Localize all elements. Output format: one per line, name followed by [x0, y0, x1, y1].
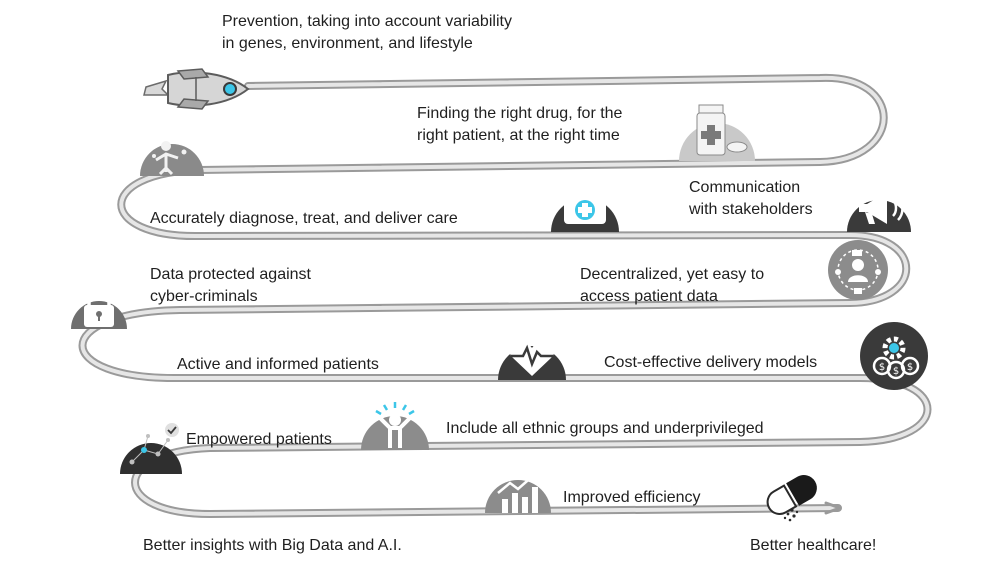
doctor-icon	[140, 141, 204, 176]
label-ethnic-groups: Include all ethnic groups and underprivi…	[446, 420, 764, 437]
label-drug-line2: right patient, at the right time	[417, 127, 620, 144]
arrow-head	[824, 501, 842, 515]
label-healthcare: Better healthcare!	[750, 537, 877, 554]
label-decentralized-line1: Decentralized, yet easy to	[580, 266, 765, 283]
network-user-icon	[828, 240, 888, 300]
medical-kit-icon	[551, 188, 619, 232]
label-prevention-line1: Prevention, taking into account variabil…	[222, 13, 512, 30]
label-efficiency: Improved efficiency	[563, 489, 701, 506]
label-prevention-line2: in genes, environment, and lifestyle	[222, 35, 473, 52]
svg-text:$: $	[879, 362, 885, 373]
gear-money-icon: $ $ $	[860, 322, 928, 390]
heartbeat-icon	[498, 339, 566, 380]
drug-bottle-icon	[679, 104, 755, 161]
label-decentralized-line2: access patient data	[580, 288, 718, 305]
label-insights: Better insights with Big Data and A.I.	[143, 537, 402, 554]
svg-text:$: $	[907, 362, 913, 373]
road-fill	[80, 75, 930, 516]
megaphone-icon	[847, 192, 911, 232]
label-drug-line1: Finding the right drug, for the	[417, 105, 623, 122]
label-diagnose: Accurately diagnose, treat, and deliver …	[150, 210, 458, 227]
label-communication-line1: Communication	[689, 179, 801, 196]
label-protected-line1: Data protected against	[150, 266, 311, 283]
rocket-icon	[143, 68, 250, 110]
label-cost-effective: Cost-effective delivery models	[604, 354, 818, 371]
svg-text:$: $	[893, 366, 899, 377]
label-active-patients: Active and informed patients	[177, 356, 379, 373]
pill-capsule-icon	[766, 475, 817, 522]
data-network-icon	[120, 423, 182, 474]
growth-chart-icon	[485, 473, 551, 513]
label-communication-line2: with stakeholders	[689, 201, 813, 218]
label-protected-line2: cyber-criminals	[150, 288, 258, 305]
padlock-icon	[71, 286, 127, 329]
person-ethnic-icon	[361, 402, 429, 450]
label-empowered: Empowered patients	[186, 431, 332, 448]
